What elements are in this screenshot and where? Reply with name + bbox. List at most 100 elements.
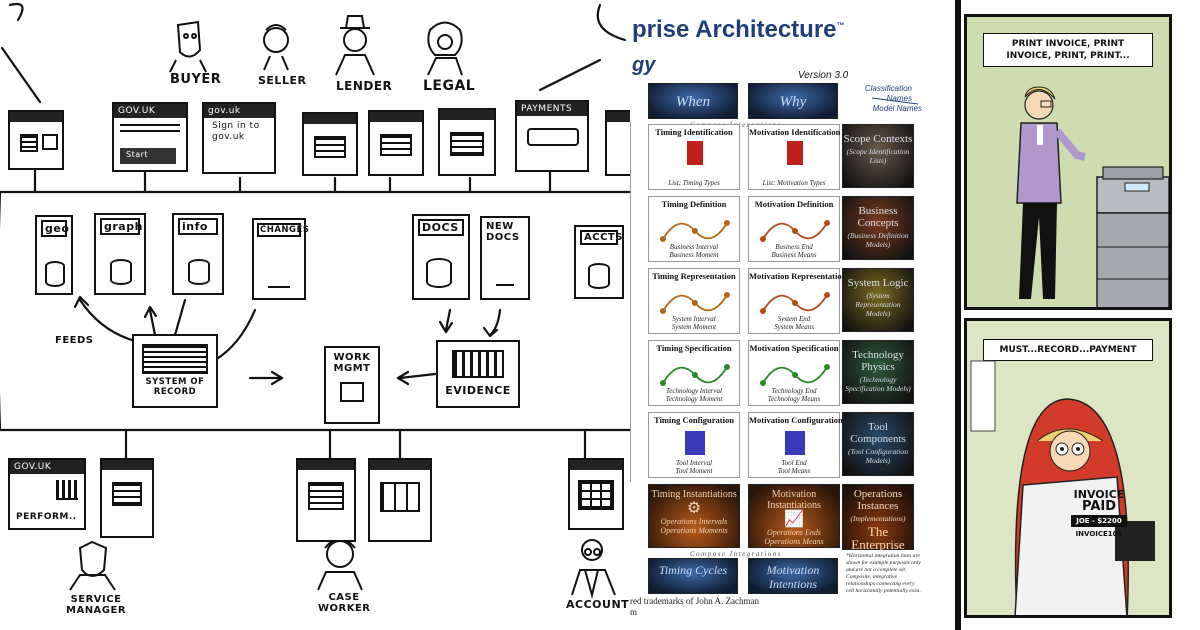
motivation-intentions: Motivation Intentions xyxy=(748,558,838,594)
persona-service-manager: SERVICE MANAGER xyxy=(66,594,127,616)
download-icon xyxy=(268,268,290,288)
motivation-row-1-title: Motivation Definition xyxy=(754,199,834,209)
motivation-row-1-foot: Business End Business Means xyxy=(771,243,817,259)
motivation-instantiations-foot: Operations Ends Operations Means xyxy=(764,528,824,546)
screen-top-6 xyxy=(438,108,496,176)
gears-icon: ⚙ xyxy=(686,500,702,517)
motivation-row-3-title: Motivation Specification xyxy=(749,343,839,353)
motivation-row-4-title: Motivation Configuration xyxy=(749,415,843,425)
comic-panel-1: PRINT INVOICE, PRINT INVOICE, PRINT, PRI… xyxy=(964,14,1172,310)
operations-instances-sub: (Implementations) xyxy=(850,514,906,523)
persona-lender: LENDER xyxy=(336,79,393,93)
compose-integrations-bottom: Compose Integrations xyxy=(689,550,783,558)
timing-row-0-foot: List: Timing Types xyxy=(668,179,720,187)
timing-row-1-foot: Business Interval Business Moment xyxy=(669,243,719,259)
perspective-row-1: Business Concepts(Business Definition Mo… xyxy=(842,196,914,260)
payment-cards-icon xyxy=(527,128,579,146)
system-of-record-box: SYSTEM OF RECORD xyxy=(132,334,218,408)
panel1-caption: PRINT INVOICE, PRINT INVOICE, PRINT, PRI… xyxy=(983,33,1153,67)
timing-row-2-foot: System Interval System Moment xyxy=(671,315,717,331)
motivation-row-0-model-graphic xyxy=(787,141,803,165)
component-docs: DOCS xyxy=(412,214,470,300)
database-icon xyxy=(45,261,65,287)
operations-instances-title: Operations Instances xyxy=(853,488,903,512)
screen-top-8 xyxy=(605,110,630,176)
timing-row-3-foot: Technology Interval Technology Moment xyxy=(665,387,723,403)
timing-row-0-title: Timing Identification xyxy=(655,127,733,137)
architecture-sketch: BUYER SELLER LENDER LEGAL GOV.UK Start g… xyxy=(0,2,630,616)
zachman-version: Version 3.0 xyxy=(798,70,849,81)
zachman-note: *Horizontal integration lines are shown … xyxy=(846,553,921,594)
list-icon xyxy=(20,134,38,152)
work-mgmt-label: WORK MGMT xyxy=(333,352,371,374)
operations-instances: Operations Instances (Implementations) T… xyxy=(842,484,914,551)
perspective-row-3: Technology Physics(Technology Specificat… xyxy=(842,340,914,404)
component-geo-label: geo xyxy=(41,220,69,237)
database-icon-4 xyxy=(588,263,610,289)
screen-govuk-start: GOV.UK Start xyxy=(112,102,188,172)
zachman-title-line2: gy xyxy=(632,54,656,76)
perspective-title-0: Scope Contexts xyxy=(843,133,913,145)
timing-instantiations: Timing Instantiations ⚙ Operations Inter… xyxy=(648,484,740,548)
headline-sub2: INVOICE101 xyxy=(1075,530,1123,538)
comic-panel-2: MUST...RECORD...PAYMENT INVOICE PAID JOE… xyxy=(964,318,1172,618)
perspective-title-1: Business Concepts xyxy=(857,205,899,229)
zachman-framework: prise Architecture™ gy Version 3.0 Class… xyxy=(630,0,935,630)
persona-case-worker: CASE WORKER xyxy=(318,592,371,614)
perspective-title-2: System Logic xyxy=(847,277,909,289)
persona-legal: LEGAL xyxy=(423,78,476,94)
motivation-row-2-foot: System End System Means xyxy=(774,315,814,331)
perspective-sub-0: (Scope Identification Lists) xyxy=(846,147,910,165)
classification-names: Classification Names xyxy=(864,84,912,103)
start-button[interactable]: Start xyxy=(120,148,176,164)
timing-row-1-model-graphic xyxy=(660,220,730,242)
diagonal-divider xyxy=(871,97,919,105)
woman-reading-newspaper-illustration xyxy=(970,360,1155,615)
zachman-title: prise Architecture™ xyxy=(632,16,845,43)
download-icon-2 xyxy=(496,268,514,286)
govuk-brand: GOV.UK xyxy=(114,104,186,118)
persona-seller: SELLER xyxy=(258,74,307,87)
govuk-brand-3: GOV.UK xyxy=(10,460,84,474)
component-accts-label: ACCTS xyxy=(580,230,622,245)
motivation-row-3-foot: Technology End Technology Means xyxy=(767,387,821,403)
payments-title: PAYMENTS xyxy=(517,102,587,116)
timing-row-2-title: Timing Representation xyxy=(652,271,736,281)
zachman-footer-2: m xyxy=(630,607,638,617)
motivation-row-2-title: Motivation Representation xyxy=(749,271,847,281)
model-names: Model Names xyxy=(872,104,922,113)
trend-chart-icon: 📈 xyxy=(784,511,804,528)
work-mgmt-box: WORK MGMT xyxy=(324,346,380,424)
headline-sub: JOE - $2200 xyxy=(1071,515,1127,527)
component-geo: geo xyxy=(35,215,73,295)
motivation-row-0-title: Motivation Identification xyxy=(749,127,841,137)
timing-instantiations-foot: Operations Intervals Operations Moments xyxy=(660,517,728,535)
evidence-label: EVIDENCE xyxy=(445,384,511,397)
screen-top-5 xyxy=(368,110,424,176)
timing-cycles: Timing Cycles xyxy=(648,558,738,594)
perform-text: PERFORM.. xyxy=(16,512,77,522)
perspective-row-2: System Logic(System Representation Model… xyxy=(842,268,914,332)
bar-chart-icon xyxy=(56,480,78,500)
header-why: Why xyxy=(748,83,838,119)
database-icon-3 xyxy=(188,259,210,285)
govuk-brand-2: gov.uk xyxy=(204,104,274,118)
screen-bottom-5 xyxy=(568,458,624,530)
timing-row-3-title: Timing Specification xyxy=(656,343,732,353)
screen-top-4 xyxy=(302,112,358,176)
motivation-row-1-model-graphic xyxy=(760,220,830,242)
sketch-drawing xyxy=(0,2,630,599)
panel2-caption: MUST...RECORD...PAYMENT xyxy=(983,339,1153,361)
component-accts: ACCTS xyxy=(574,225,624,299)
component-docs-label: DOCS xyxy=(418,219,464,236)
database-icon-2 xyxy=(110,259,132,285)
screen-bottom-2 xyxy=(100,458,154,538)
motivation-instantiations: Motivation Instantiations 📈 Operations E… xyxy=(748,484,840,548)
